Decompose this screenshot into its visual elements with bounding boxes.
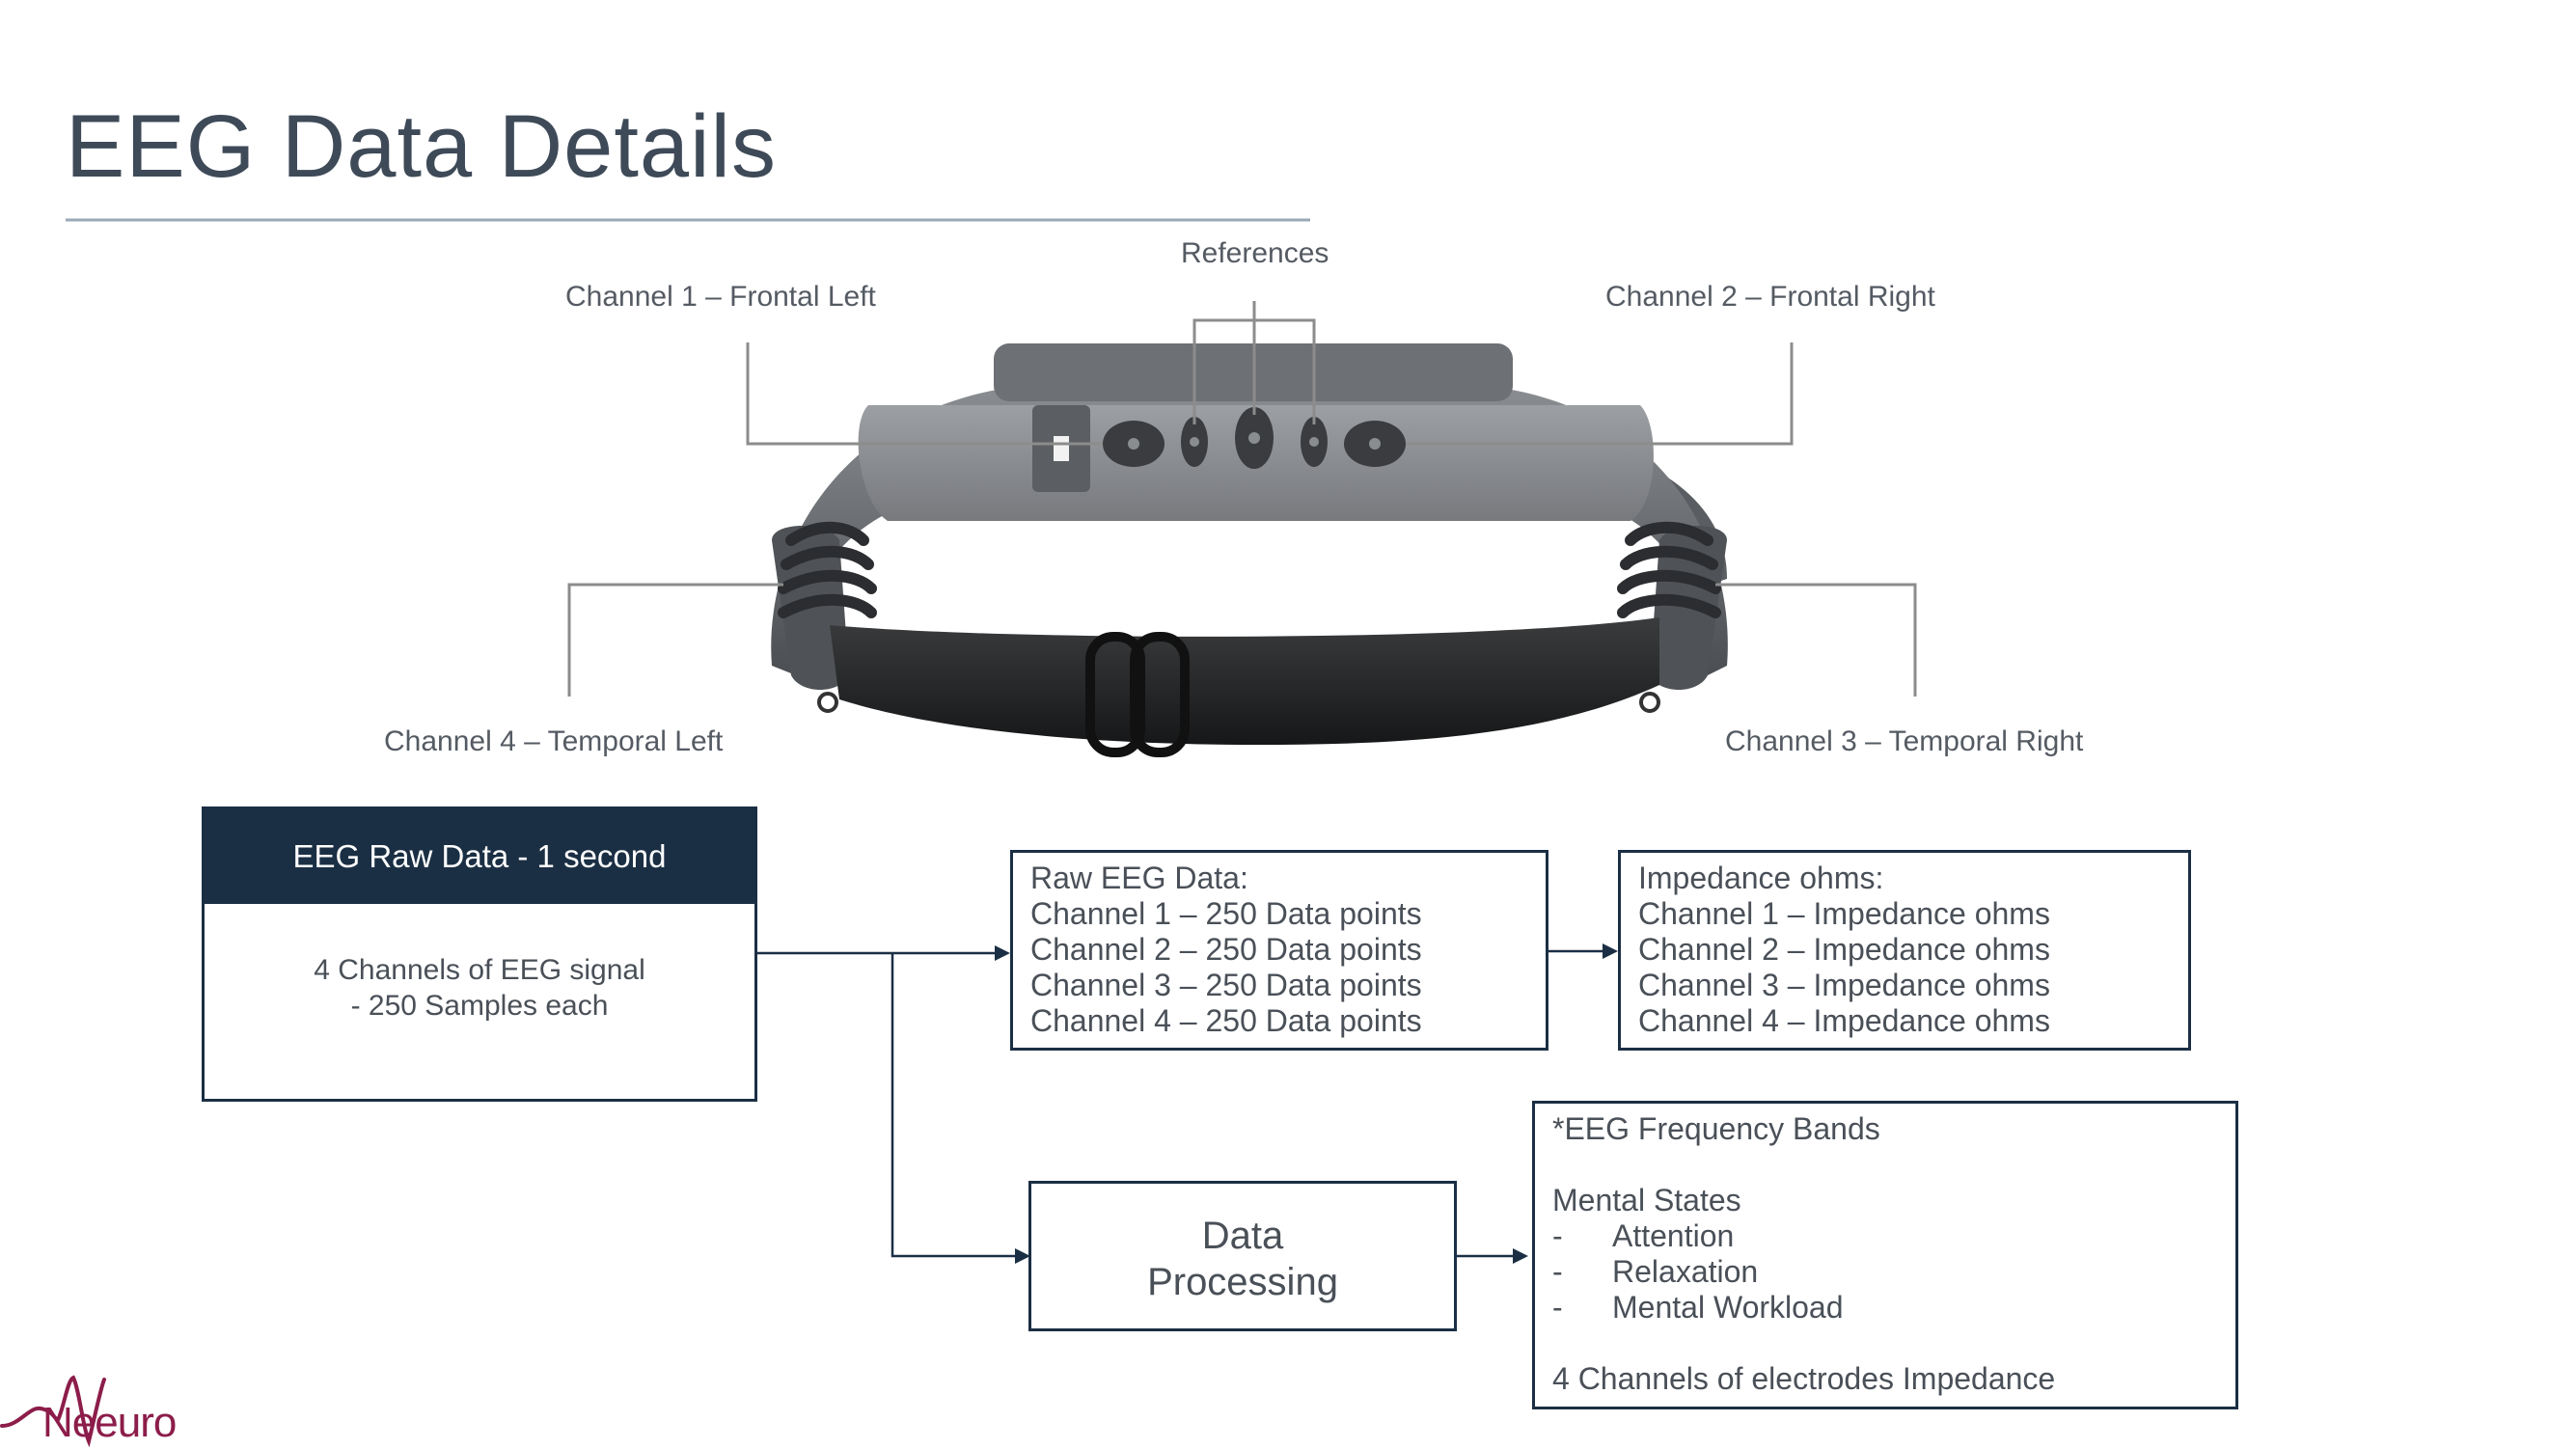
raw-eeg-line: Raw EEG Data: [1030, 861, 1248, 895]
bullet-marker: - [1552, 1254, 1563, 1289]
impedance-line: Channel 2 – Impedance ohms [1638, 932, 2050, 967]
raw-data-box: EEG Raw Data - 1 second 4 Channels of EE… [202, 807, 757, 1102]
output-heading: *EEG Frequency Bands [1552, 1111, 1880, 1146]
raw-eeg-line: Channel 4 – 250 Data points [1030, 1003, 1422, 1038]
raw-eeg-line: Channel 3 – 250 Data points [1030, 968, 1422, 1002]
leader-lines [567, 301, 1917, 697]
strap [830, 617, 1659, 745]
page-title: EEG Data Details [66, 97, 777, 196]
output-footer: 4 Channels of electrodes Impedance [1552, 1361, 2056, 1396]
processing-line-1: Data [1201, 1215, 1284, 1257]
raw-data-header: EEG Raw Data - 1 second [205, 809, 754, 904]
flow-connectors [757, 949, 1606, 1258]
strap-buckle [1085, 632, 1190, 757]
logo-wave-icon [0, 1375, 106, 1448]
output-box: *EEG Frequency Bands Mental States - Atte… [1532, 1101, 2238, 1409]
label-channel-1: Channel 1 – Frontal Left [565, 281, 876, 313]
mental-state-item: - Mental Workload [1552, 1290, 2235, 1326]
impedance-line: Channel 3 – Impedance ohms [1638, 968, 2050, 1002]
flow-arrowheads [995, 943, 1618, 1264]
mental-state-item: - Attention [1552, 1218, 2235, 1254]
raw-data-description: 4 Channels of EEG signal - 250 Samples e… [205, 952, 754, 1024]
impedance-box: Impedance ohms: Channel 1 – Impedance oh… [1618, 850, 2191, 1051]
mental-state-label: Attention [1612, 1218, 1735, 1253]
data-processing-box: Data Processing [1028, 1181, 1457, 1331]
leader-channel-4 [567, 583, 783, 697]
label-channel-2: Channel 2 – Frontal Right [1605, 281, 1935, 313]
neeuro-logo: Neeuro [42, 1399, 177, 1446]
mental-state-label: Mental Workload [1612, 1290, 1844, 1325]
temporal-electrode-right [1617, 521, 1721, 618]
impedance-line: Channel 4 – Impedance ohms [1638, 1003, 2050, 1038]
raw-eeg-box: Raw EEG Data: Channel 1 – 250 Data point… [1010, 850, 1548, 1051]
label-references: References [1181, 237, 1329, 269]
raw-data-line-2: - 250 Samples each [350, 990, 609, 1022]
impedance-line: Channel 1 – Impedance ohms [1638, 896, 2050, 931]
raw-data-line-1: 4 Channels of EEG signal [314, 954, 645, 986]
bullet-marker: - [1552, 1290, 1563, 1325]
status-led [1054, 436, 1069, 461]
leader-channel-3 [1715, 583, 1917, 697]
raw-eeg-line: Channel 2 – 250 Data points [1030, 932, 1422, 967]
output-subheading: Mental States [1552, 1183, 1741, 1217]
connector-branch-to-processing [891, 953, 1021, 1258]
data-processing-label: Data Processing [1031, 1213, 1454, 1305]
spacer [1552, 1147, 2235, 1183]
raw-eeg-line: Channel 1 – 250 Data points [1030, 896, 1422, 931]
label-channel-3: Channel 3 – Temporal Right [1725, 725, 2084, 757]
mental-state-item: - Relaxation [1552, 1254, 2235, 1290]
leader-channel-2 [1406, 342, 1794, 446]
label-channel-4: Channel 4 – Temporal Left [384, 725, 724, 757]
leader-channel-1 [746, 342, 1103, 446]
impedance-line: Impedance ohms: [1638, 861, 1884, 895]
bullet-marker: - [1552, 1218, 1563, 1253]
processing-line-2: Processing [1147, 1261, 1338, 1303]
temporal-electrode-left [778, 521, 877, 618]
spacer [1552, 1326, 2235, 1361]
mental-state-label: Relaxation [1612, 1254, 1759, 1289]
